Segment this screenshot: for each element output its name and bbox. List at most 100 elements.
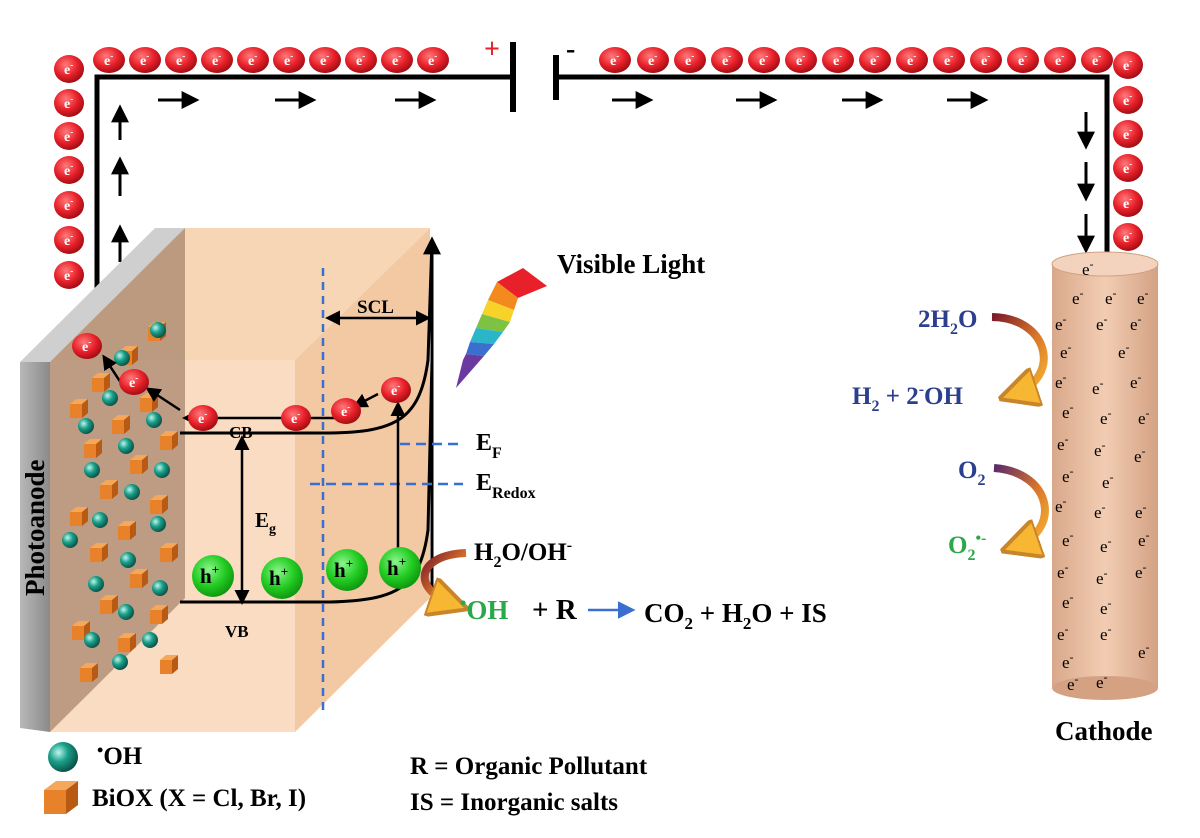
hydroxyl-sphere <box>112 654 128 670</box>
biox-cube <box>160 655 178 674</box>
legend-oh-item: •OH <box>97 740 143 770</box>
electron-symbol: e- <box>1057 560 1069 582</box>
cathode-reactant-1: 2H2O <box>918 306 977 338</box>
hydroxyl-sphere <box>114 350 130 366</box>
legend-is-definition: IS = Inorganic salts <box>410 789 618 816</box>
svg-text:e-: e- <box>1123 228 1132 246</box>
hydroxyl-sphere <box>150 322 166 338</box>
electron-icon: e- <box>345 47 377 73</box>
svg-text:e-: e- <box>176 51 185 69</box>
svg-text:e-: e- <box>759 51 768 69</box>
hydroxyl-sphere <box>118 438 134 454</box>
wire-electrons: e-e-e-e-e-e-e-e-e-e-e-e-e-e-e-e-e-e-e-e-… <box>54 47 1143 289</box>
svg-text:e-: e- <box>1123 56 1132 74</box>
biox-cube <box>92 373 110 392</box>
band-carriers: e-e-e-e-e-e-h+h+h+h+ <box>72 333 421 599</box>
svg-text:h+: h+ <box>200 562 219 588</box>
biox-cube <box>150 605 168 624</box>
external-circuit: + - <box>94 34 1110 305</box>
electron-icon: e- <box>1044 47 1076 73</box>
electron-symbol: e- <box>1096 670 1108 692</box>
hydroxyl-sphere <box>146 412 162 428</box>
current-flow-arrows <box>111 91 1095 262</box>
electron-icon: e- <box>381 47 413 73</box>
electron-icon: e- <box>54 55 84 83</box>
electron-symbol: e- <box>1062 650 1074 672</box>
cathode-product-1: H2 + 2-OH <box>852 381 963 415</box>
electron-symbol: e- <box>1055 494 1067 516</box>
biox-cube <box>90 543 108 562</box>
electron-icon: e- <box>165 47 197 73</box>
electron-icon: e- <box>822 47 854 73</box>
svg-text:e-: e- <box>870 51 879 69</box>
electron-symbol: e- <box>1135 560 1147 582</box>
electron-icon: e- <box>674 47 706 73</box>
svg-text:e-: e- <box>1092 51 1101 69</box>
svg-text:e-: e- <box>64 127 73 145</box>
electron-icon: e- <box>1113 51 1143 79</box>
svg-text:e-: e- <box>248 51 257 69</box>
svg-text:e-: e- <box>64 196 73 214</box>
electron-icon: e- <box>381 377 411 403</box>
biox-cube <box>84 439 102 458</box>
electron-icon: e- <box>331 398 361 424</box>
biox-cube <box>118 521 136 540</box>
electron-symbol: e- <box>1130 312 1142 334</box>
electron-symbol: e- <box>1057 622 1069 644</box>
battery-minus-sign: - <box>566 34 575 65</box>
hydroxyl-sphere <box>88 576 104 592</box>
electron-icon: e- <box>72 333 102 359</box>
hydroxyl-sphere <box>150 516 166 532</box>
svg-text:e-: e- <box>1055 51 1064 69</box>
hole-icon: h+ <box>379 547 421 589</box>
electron-transfer-arrow <box>352 392 379 408</box>
electron-symbol: e- <box>1130 370 1142 392</box>
cathode-label: Cathode <box>1055 716 1153 746</box>
electron-symbol: e- <box>1062 400 1074 422</box>
svg-text:e-: e- <box>320 51 329 69</box>
electron-icon: e- <box>93 47 125 73</box>
svg-text:e-: e- <box>198 409 207 427</box>
biox-cube <box>100 595 118 614</box>
svg-text:e-: e- <box>64 266 73 284</box>
electron-icon: e- <box>1113 189 1143 217</box>
hydroxyl-sphere <box>124 484 140 500</box>
svg-text:e-: e- <box>64 60 73 78</box>
svg-text:e-: e- <box>140 51 149 69</box>
electron-symbol: e- <box>1105 286 1117 308</box>
electron-symbol: e- <box>1138 640 1150 662</box>
legend-biox-item: BiOX (X = Cl, Br, I) <box>92 785 306 812</box>
hole-icon: h+ <box>326 549 368 591</box>
svg-text:e-: e- <box>64 94 73 112</box>
svg-text:e-: e- <box>1123 91 1132 109</box>
hydroxyl-sphere <box>102 390 118 406</box>
biox-cube <box>160 543 178 562</box>
electron-symbol: e- <box>1062 528 1074 550</box>
svg-text:e-: e- <box>82 337 91 355</box>
electron-symbol: e- <box>1055 312 1067 334</box>
electron-icon: e- <box>748 47 780 73</box>
svg-text:e-: e- <box>648 51 657 69</box>
hole-icon: h+ <box>192 555 234 597</box>
anode-curved-arrow <box>420 549 466 604</box>
lightning-bolt-icon <box>456 268 547 388</box>
svg-text:e-: e- <box>1123 194 1132 212</box>
svg-text:e-: e- <box>1123 159 1132 177</box>
electron-symbol: e- <box>1138 406 1150 428</box>
svg-text:e-: e- <box>64 161 73 179</box>
biox-cube <box>140 393 158 412</box>
electron-icon: e- <box>129 47 161 73</box>
photoanode-label: Photoanode <box>20 459 50 596</box>
band-gap-label: Eg <box>255 508 276 537</box>
svg-text:e-: e- <box>907 51 916 69</box>
legend-r-definition: R = Organic Pollutant <box>410 753 648 780</box>
biox-cube <box>70 507 88 526</box>
electron-symbol: e- <box>1100 406 1112 428</box>
redox-level-label: ERedox <box>476 470 536 502</box>
electron-symbol: e- <box>1094 500 1106 522</box>
electron-symbol: e- <box>1100 596 1112 618</box>
svg-text:e-: e- <box>796 51 805 69</box>
electron-symbol: e- <box>1062 590 1074 612</box>
